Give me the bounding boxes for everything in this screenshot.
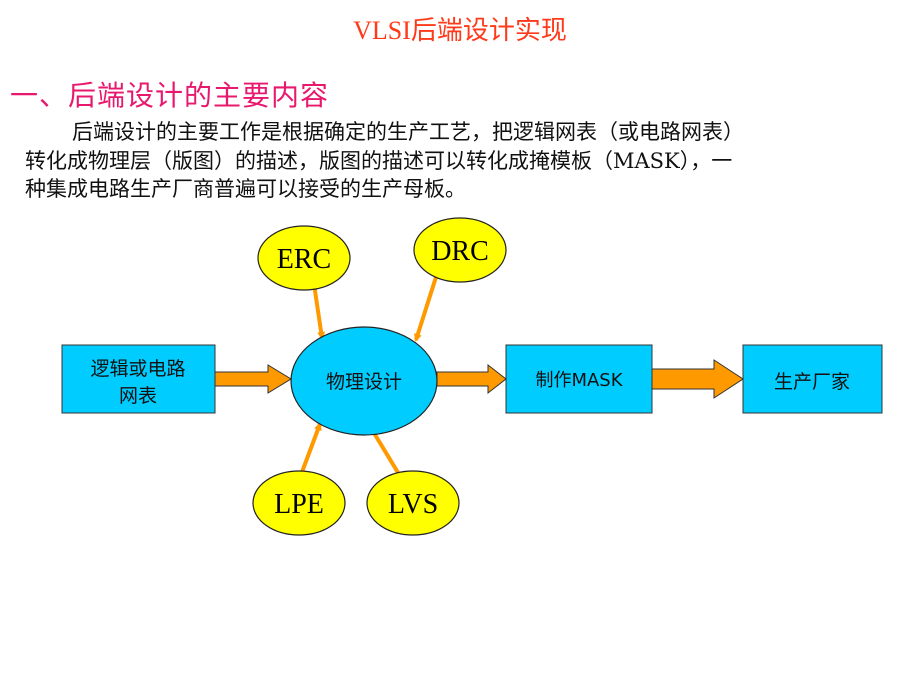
drc-node: DRC	[413, 217, 507, 283]
lpe-label: LPE	[274, 489, 324, 520]
paragraph-line-3: 种集成电路生产厂商普遍可以接受的生产母板。	[25, 177, 466, 201]
netlist-label-line-2: 网表	[119, 385, 157, 407]
lvs-node: LVS	[366, 470, 460, 536]
lvs-to-physical-arrow	[369, 426, 402, 478]
physical-to-mask-arrow	[436, 363, 507, 395]
netlist-to-physical-arrow	[214, 364, 292, 394]
paragraph-line-1: 后端设计的主要工作是根据确定的生产工艺，把逻辑网表（或电路网表）	[72, 120, 744, 144]
physical-design-label: 物理设计	[326, 371, 402, 393]
mask-box: 制作MASK	[505, 344, 653, 414]
erc-label: ERC	[277, 244, 331, 275]
drc-to-physical-arrow	[414, 276, 438, 342]
paragraph-line-2: 转化成物理层（版图）的描述，版图的描述可以转化成掩模板（MASK），一	[25, 148, 733, 173]
erc-node: ERC	[257, 225, 351, 291]
erc-to-physical-arrow	[312, 283, 326, 340]
physical-design-node: 物理设计	[290, 326, 438, 436]
slide-title: VLSI后端设计实现	[353, 16, 567, 45]
lvs-label: LVS	[388, 489, 438, 520]
drc-label: DRC	[431, 236, 489, 267]
netlist-box: 逻辑或电路 网表	[61, 344, 216, 414]
section-heading: 一、后端设计的主要内容	[10, 79, 330, 112]
lpe-node: LPE	[252, 470, 346, 536]
netlist-label-line-1: 逻辑或电路	[90, 358, 185, 380]
mask-label: 制作MASK	[535, 370, 623, 391]
intro-paragraph: 后端设计的主要工作是根据确定的生产工艺，把逻辑网表（或电路网表） 转化成物理层（…	[25, 118, 920, 204]
fab-box: 生产厂家	[742, 344, 883, 414]
mask-to-fab-arrow	[651, 359, 744, 399]
fab-label: 生产厂家	[774, 371, 850, 393]
